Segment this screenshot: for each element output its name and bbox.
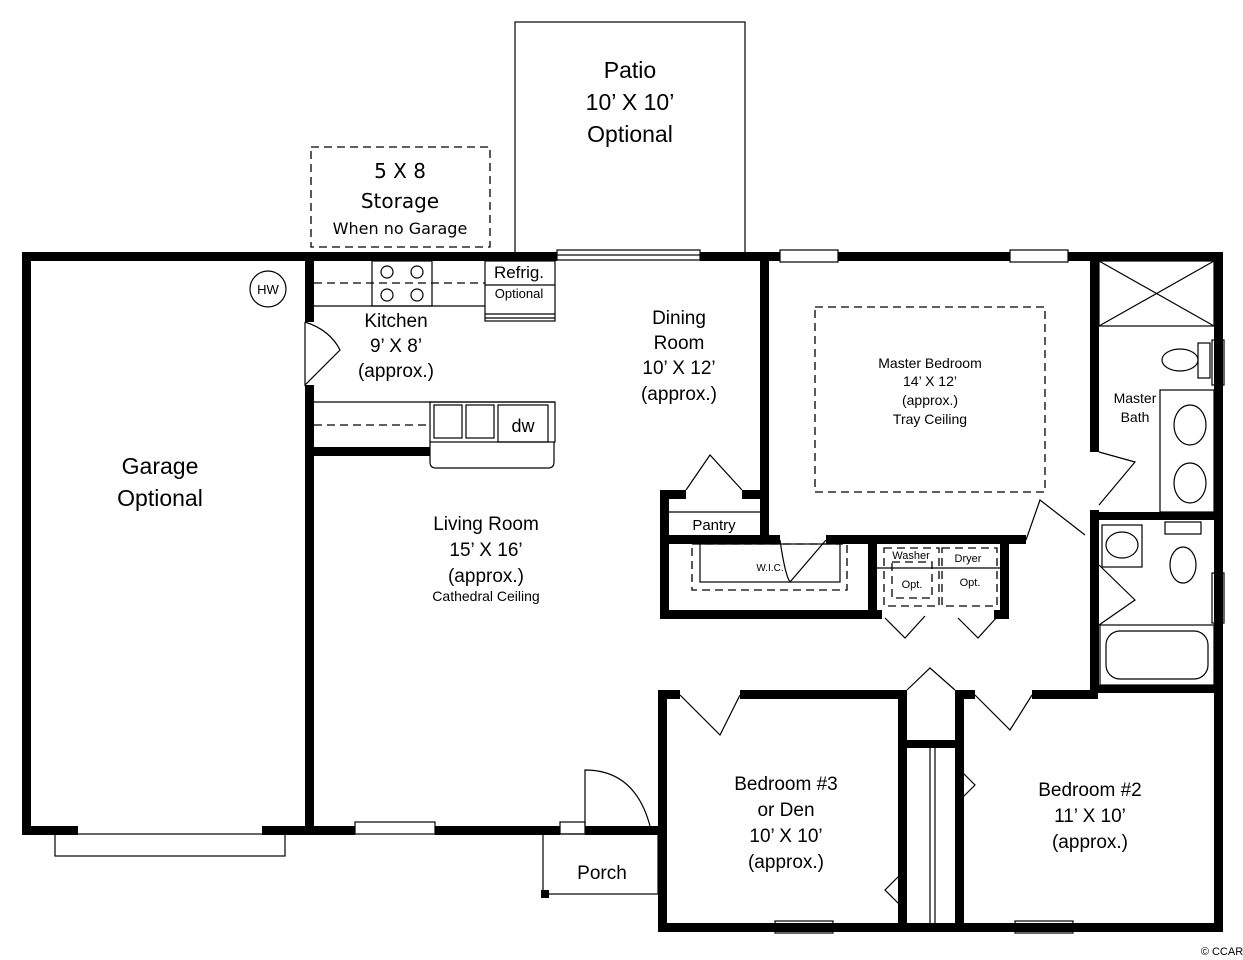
shower-icon <box>1098 260 1215 327</box>
storage-size: 5 X 8 <box>374 159 426 183</box>
kitchen-size: 9’ X 8’ <box>370 336 422 357</box>
sink-icon <box>1173 404 1207 446</box>
dining-note: (approx.) <box>641 384 717 405</box>
master-bath-door-icon <box>1098 451 1137 506</box>
hall-closet-door-icon <box>906 667 956 691</box>
patio-size: 10’ X 10’ <box>586 89 675 115</box>
master-bath-label-2: Bath <box>1121 409 1150 425</box>
living-room-size: 15’ X 16’ <box>449 540 522 561</box>
hall-vanity <box>1101 524 1143 568</box>
kitchen-note: (approx.) <box>358 361 434 382</box>
bedroom2-label: Bedroom #2 <box>1038 780 1142 801</box>
hall-sink-icon <box>1105 531 1139 559</box>
closet-doors-icon <box>884 769 976 906</box>
storage-note: When no Garage <box>333 219 468 238</box>
patio-outline <box>514 21 746 256</box>
kitchen-label: Kitchen <box>364 311 427 332</box>
water-heater-label: HW <box>257 282 279 297</box>
storage-outline <box>310 146 491 248</box>
wic-label: W.I.C. <box>756 563 783 574</box>
bedroom3-note: (approx.) <box>748 852 824 873</box>
dishwasher-label: dw <box>511 416 535 436</box>
washer-label: Washer <box>892 550 930 562</box>
laundry-doors-icon <box>884 615 999 639</box>
refrigerator-note: Optional <box>495 286 544 301</box>
kitchen-door-icon <box>304 321 341 387</box>
porch-label: Porch <box>577 863 627 884</box>
bedroom2-note: (approx.) <box>1052 832 1128 853</box>
bedroom3-door-icon <box>679 694 741 737</box>
storage-label: Storage <box>361 189 439 213</box>
pantry-door-icon <box>685 454 743 491</box>
bedroom3-label-2: or Den <box>757 800 814 821</box>
dining-label-1: Dining <box>652 308 706 329</box>
master-bedroom-size: 14’ X 12’ <box>903 373 957 389</box>
master-bedroom-door-icon <box>1025 499 1086 541</box>
vanity <box>1159 389 1215 513</box>
living-room-note: (approx.) <box>448 566 524 587</box>
windows <box>354 249 1225 934</box>
kitchen-counters <box>314 260 556 469</box>
patio-note: Optional <box>587 121 673 147</box>
stove-burners-icon <box>380 265 424 302</box>
pantry-label: Pantry <box>692 517 736 534</box>
master-bath-label-1: Master <box>1114 390 1157 406</box>
dining-size: 10’ X 12’ <box>642 358 715 379</box>
hall-toilet-icon <box>1169 546 1197 584</box>
bedroom3-size: 10’ X 10’ <box>749 826 822 847</box>
living-room-ceiling: Cathedral Ceiling <box>432 588 539 604</box>
dining-label-2: Room <box>654 333 705 354</box>
toilet-tank <box>1197 342 1211 379</box>
water-heater-icon <box>249 270 287 308</box>
dryer-opt: Opt. <box>960 577 981 589</box>
hall-toilet-tank <box>1164 521 1202 535</box>
sink-icon-2 <box>1173 462 1207 504</box>
washer-opt: Opt. <box>902 579 923 591</box>
bedroom2-door-icon <box>974 694 1033 731</box>
master-bedroom-note: (approx.) <box>902 392 958 408</box>
garage-door-outline <box>54 833 286 857</box>
living-room-label: Living Room <box>433 514 539 535</box>
wic-door-icon <box>779 539 827 583</box>
porch-outline <box>542 833 659 895</box>
bedroom2-size: 11’ X 10’ <box>1054 806 1126 827</box>
walls <box>22 252 1223 932</box>
hall-bath-door-icon <box>1098 564 1136 626</box>
master-bedroom-ceiling: Tray Ceiling <box>893 411 967 427</box>
front-door-icon <box>584 769 651 827</box>
toilet-icon <box>1161 348 1199 372</box>
shower-cross <box>1098 260 1215 327</box>
dryer-label: Dryer <box>955 553 982 565</box>
patio-label: Patio <box>604 57 656 83</box>
watermark: © CCAR <box>1201 946 1243 958</box>
garage-label: Garage <box>122 453 199 479</box>
wic-shelf-outline <box>691 543 848 591</box>
refrigerator-label: Refrig. <box>494 263 544 282</box>
bedroom3-label-1: Bedroom #3 <box>734 774 838 795</box>
garage-note: Optional <box>117 485 203 511</box>
bathtub-icon <box>1099 624 1215 686</box>
master-bedroom-label: Master Bedroom <box>878 355 981 371</box>
